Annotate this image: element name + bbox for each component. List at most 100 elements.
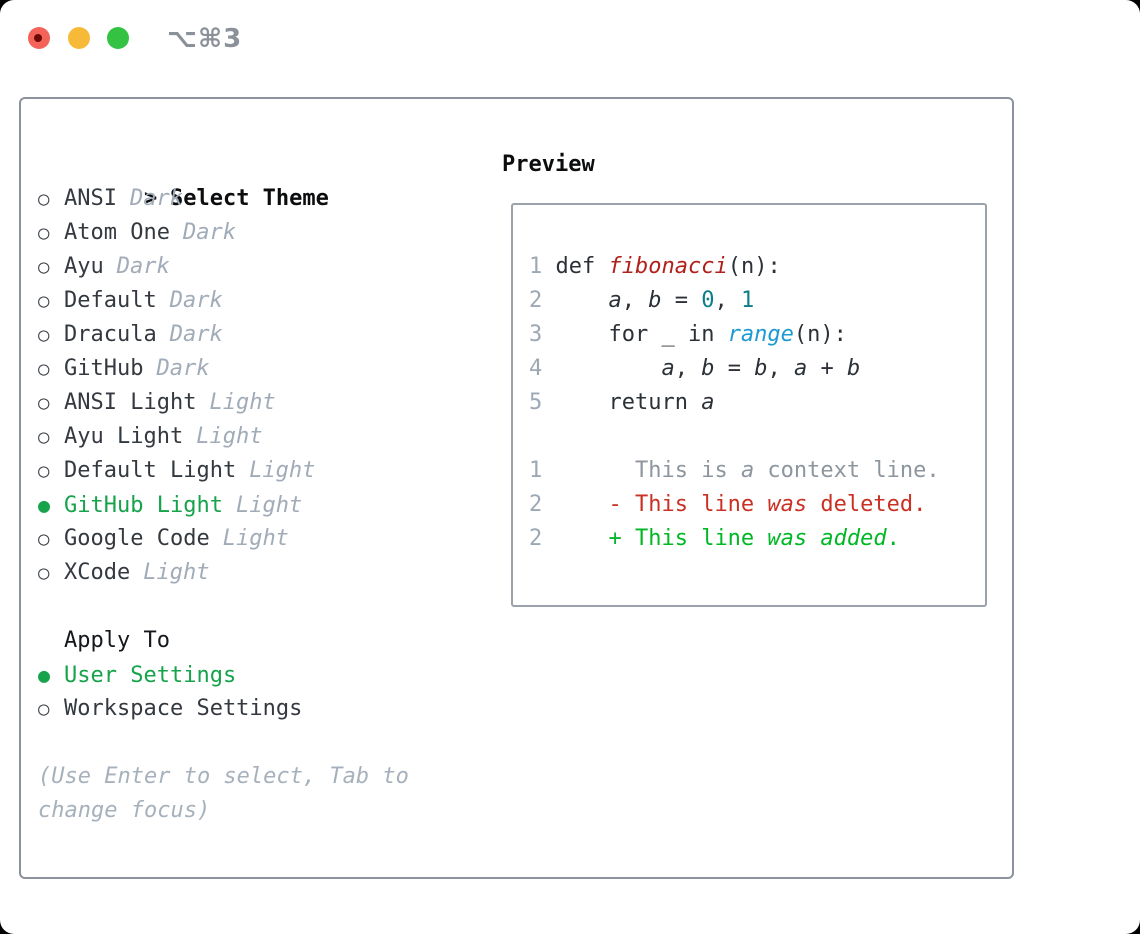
code-segment [807, 526, 820, 551]
code-segment: a [608, 288, 622, 313]
code-segment: b [846, 356, 861, 381]
code-segment: This is [555, 458, 741, 483]
line-number: 2 [529, 288, 543, 313]
code-segment: return [555, 390, 702, 415]
code-segment: 0 [701, 288, 715, 313]
code-segment: b [701, 356, 715, 381]
line-number: 1 [529, 254, 543, 279]
theme-option-github-light[interactable]: ● GitHub Light Light [38, 488, 478, 522]
code-segment: def [555, 254, 609, 279]
line-number: 1 [529, 458, 543, 483]
theme-variant: Light [249, 458, 316, 483]
radio-icon: ○ [38, 426, 50, 448]
code-segment: range [727, 322, 794, 347]
radio-selected-icon: ● [38, 663, 51, 687]
theme-name: ANSI [64, 186, 117, 211]
minimize-button[interactable] [68, 27, 90, 49]
code-segment: + This line [555, 526, 768, 551]
preview-header: Preview [502, 152, 595, 177]
theme-name: Ayu [64, 254, 104, 279]
theme-name: GitHub [64, 356, 144, 381]
code-segment: for _ in [555, 322, 728, 347]
code-segment: a [740, 458, 755, 483]
radio-icon: ○ [38, 698, 50, 720]
apply-option-user-settings[interactable]: ● User Settings [38, 658, 478, 692]
code-segment: added [820, 526, 887, 551]
theme-name: Default Light [64, 458, 237, 483]
blank-line [529, 420, 977, 454]
code-segment: a [661, 356, 675, 381]
radio-icon: ○ [38, 562, 50, 584]
theme-option-default[interactable]: ○ Default Dark [38, 284, 478, 318]
code-line: 2 a, b = 0, 1 [529, 284, 977, 318]
code-line: 1 def fibonacci(n): [529, 250, 977, 284]
line-number: 5 [529, 390, 543, 415]
spacer [38, 726, 478, 760]
theme-variant: Dark [169, 288, 223, 313]
close-button[interactable] [28, 27, 50, 49]
prompt-icon: > [143, 186, 158, 211]
code-line: 4 a, b = b, a + b [529, 352, 977, 386]
code-segment: , [621, 288, 649, 313]
diff-line: 1 This is a context line. [529, 454, 977, 488]
theme-variant: Light [222, 526, 289, 551]
code-segment: , [674, 356, 702, 381]
maximize-button[interactable] [107, 27, 129, 49]
radio-icon: ○ [38, 392, 50, 414]
preview-box: 1 def fibonacci(n):2 a, b = 0, 1 3 for _ … [511, 203, 987, 607]
code-segment: fibonacci [608, 254, 728, 279]
theme-name: Dracula [64, 322, 157, 347]
theme-option-ansi[interactable]: ○ ANSI Dark [38, 182, 478, 216]
line-number: 4 [529, 356, 543, 381]
code-segment: a [701, 390, 715, 415]
theme-variant: Light [235, 493, 303, 518]
diff-line: 2 - This line was deleted. [529, 488, 977, 522]
code-segment: b [754, 356, 768, 381]
radio-icon: ○ [38, 188, 50, 210]
code-segment: was [767, 492, 808, 517]
radio-icon: ○ [38, 358, 50, 380]
line-number: 2 [529, 526, 543, 551]
code-segment: - This line [555, 492, 768, 517]
line-number: 3 [529, 322, 543, 347]
theme-name: Google Code [64, 526, 210, 551]
apply-option-label: User Settings [64, 663, 237, 688]
spacer [38, 590, 478, 624]
code-segment: . [886, 526, 900, 551]
code-segment: + [807, 356, 847, 381]
code-segment: b [648, 288, 662, 313]
theme-name: Atom One [64, 220, 170, 245]
code-segment [556, 288, 609, 313]
radio-selected-icon: ● [38, 493, 51, 517]
theme-variant: Dark [129, 186, 183, 211]
code-segment [556, 356, 662, 381]
apply-option-workspace-settings[interactable]: ○Workspace Settings [38, 692, 478, 726]
code-segment: deleted. [807, 492, 927, 517]
code-line: 5 return a [529, 386, 977, 420]
line-number: 2 [529, 492, 543, 517]
radio-icon: ○ [38, 290, 50, 312]
code-segment: context line. [754, 458, 940, 483]
titlebar: ⌥⌘3 [0, 0, 1140, 76]
radio-icon: ○ [38, 222, 50, 244]
code-segment: a [793, 356, 808, 381]
code-preview: 1 def fibonacci(n):2 a, b = 0, 1 3 for _ … [529, 250, 977, 420]
radio-icon: ○ [38, 324, 50, 346]
radio-icon: ○ [38, 256, 50, 278]
diff-line: 2 + This line was added. [529, 522, 977, 556]
theme-name: GitHub Light [64, 493, 223, 518]
theme-name: Default [64, 288, 157, 313]
